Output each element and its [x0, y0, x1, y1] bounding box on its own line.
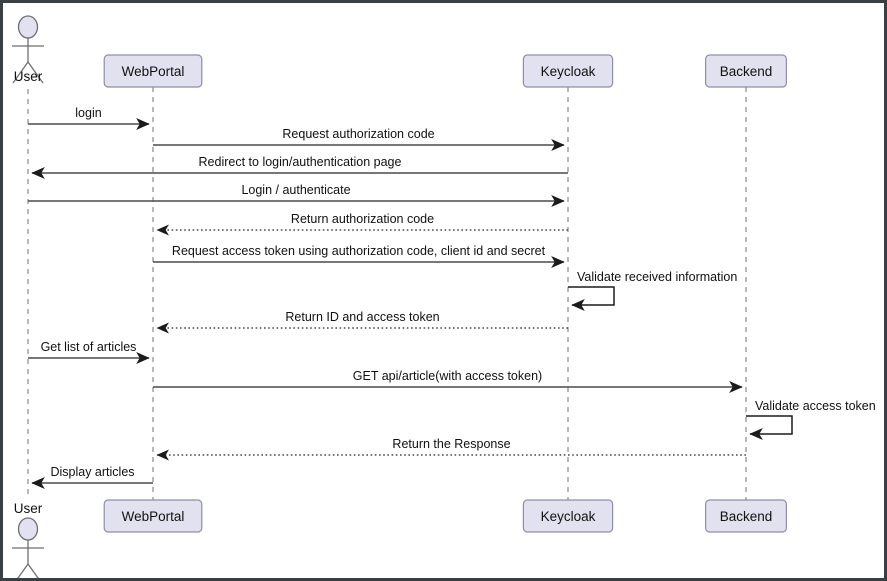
message-10[interactable]: GET api/article(with access token) — [153, 369, 743, 393]
actor-leg-left — [17, 563, 29, 578]
participant-label-keycloak: Keycloak — [541, 64, 596, 79]
message-13[interactable]: Display articles — [31, 465, 153, 489]
message-label: login — [75, 106, 101, 120]
message-label: GET api/article(with access token) — [353, 369, 542, 383]
message-label: Login / authenticate — [241, 183, 350, 197]
participant-label-keycloak: Keycloak — [541, 509, 596, 524]
message-label: Redirect to login/authentication page — [199, 155, 402, 169]
participant-keycloak-footer[interactable]: Keycloak — [522, 499, 614, 533]
participant-label-backend: Backend — [720, 64, 773, 79]
message-11[interactable]: Validate access token — [746, 399, 876, 440]
message-1[interactable]: login — [28, 106, 150, 130]
actor-label-user: User — [14, 69, 43, 84]
participant-label-webportal: WebPortal — [122, 509, 185, 524]
message-3[interactable]: Redirect to login/authentication page — [31, 155, 568, 179]
message-label: Request access token using authorization… — [172, 244, 546, 258]
lifelines-layer — [27, 87, 747, 500]
participant-box — [522, 54, 614, 88]
message-label: Return the Response — [392, 437, 510, 451]
message-label: Return authorization code — [291, 212, 434, 226]
participant-headers-layer: User WebPortal Keycloak Backend — [12, 15, 787, 88]
participant-box — [522, 499, 614, 533]
message-4[interactable]: Login / authenticate — [28, 183, 565, 207]
actor-user[interactable]: User — [12, 15, 44, 84]
actor-leg-right — [27, 563, 39, 578]
selfcall-path — [568, 286, 615, 311]
actor-user[interactable]: User — [12, 501, 44, 578]
participant-box — [704, 54, 787, 88]
participant-box — [103, 54, 203, 88]
message-12[interactable]: Return the Response — [156, 437, 746, 461]
participant-box — [704, 499, 787, 533]
actor-label-user: User — [14, 501, 43, 516]
selfcall-path — [746, 415, 793, 440]
message-label: Request authorization code — [282, 127, 434, 141]
participant-webportal-header[interactable]: WebPortal — [103, 54, 203, 88]
message-label: Validate received information — [577, 270, 737, 284]
actor-leg-right — [27, 61, 44, 84]
participant-label-backend: Backend — [720, 509, 773, 524]
message-label: Display articles — [50, 465, 134, 479]
participant-webportal-footer[interactable]: WebPortal — [103, 499, 203, 533]
actor-head-icon — [17, 517, 39, 541]
participant-backend-header[interactable]: Backend — [704, 54, 787, 88]
message-9[interactable]: Get list of articles — [28, 340, 150, 364]
participant-label-webportal: WebPortal — [122, 64, 185, 79]
actor-leg-left — [12, 61, 29, 84]
message-label: Validate access token — [755, 399, 876, 413]
actor-head-icon — [17, 15, 39, 39]
message-label: Return ID and access token — [285, 310, 439, 324]
participant-keycloak-header[interactable]: Keycloak — [522, 54, 614, 88]
message-2[interactable]: Request authorization code — [153, 127, 565, 151]
participant-backend-footer[interactable]: Backend — [704, 499, 787, 533]
participant-box — [103, 499, 203, 533]
message-6[interactable]: Request access token using authorization… — [153, 244, 565, 268]
message-7[interactable]: Validate received information — [568, 270, 737, 311]
message-5[interactable]: Return authorization code — [156, 212, 568, 236]
message-8[interactable]: Return ID and access token — [156, 310, 568, 334]
message-label: Get list of articles — [41, 340, 137, 354]
